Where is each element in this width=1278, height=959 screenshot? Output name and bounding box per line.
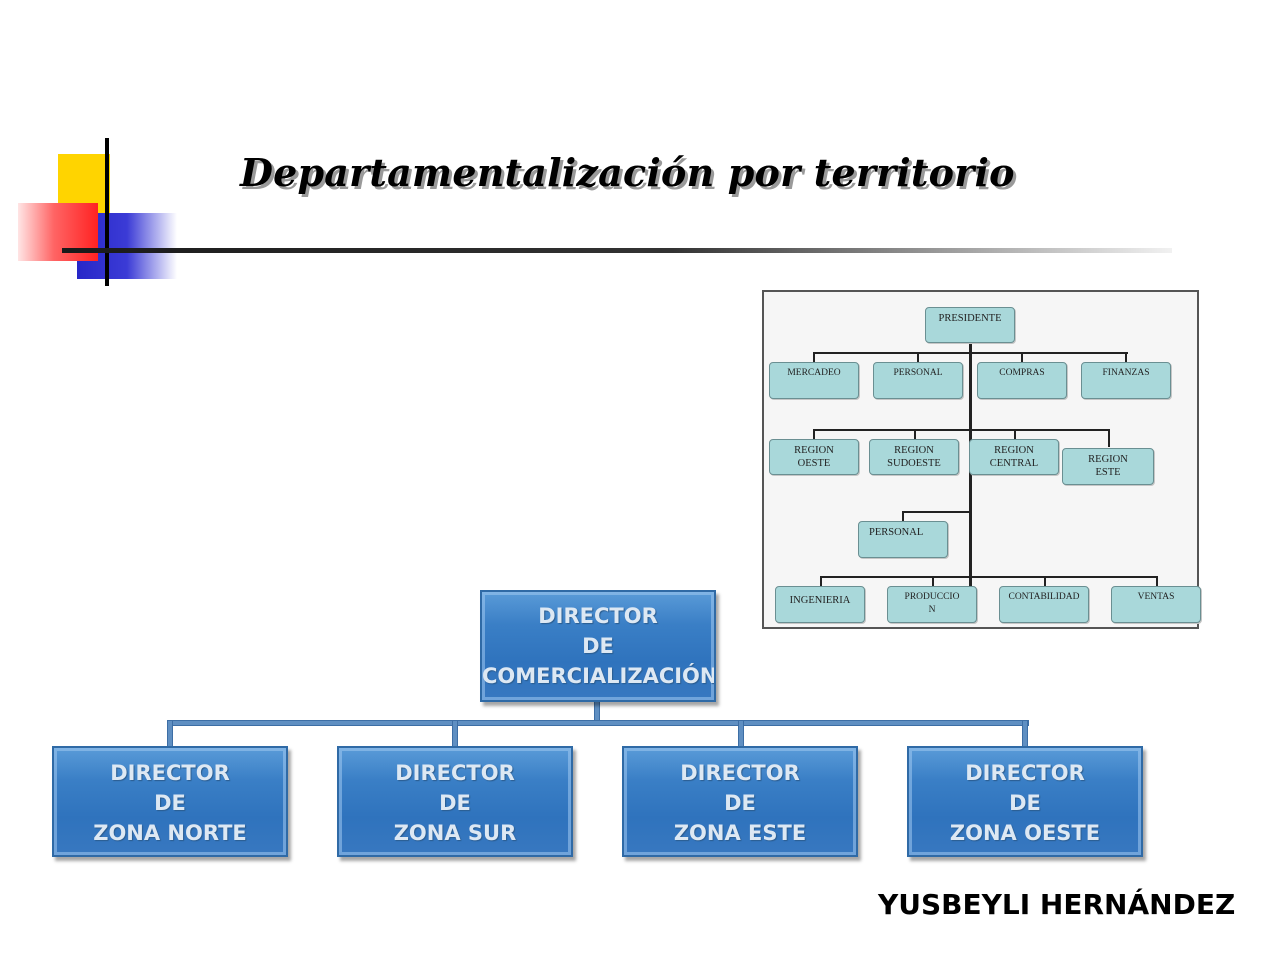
main-box-commercial-director: DIRECTOR DE COMERCIALIZACIÓN	[480, 590, 716, 702]
main-zone-connector	[167, 720, 1029, 726]
mini-region-connector	[813, 429, 1110, 431]
mini-area-connector	[820, 576, 1158, 578]
main-box-line: ZONA SUR	[393, 821, 517, 845]
mini-staff-drop	[902, 511, 904, 521]
mini-region-line: CENTRAL	[989, 458, 1039, 469]
main-box-line: ZONA OESTE	[949, 821, 1101, 845]
mini-region-drop	[914, 429, 916, 439]
slide-title: Departamentalización por territorio	[240, 150, 1015, 195]
mini-area-drop	[820, 576, 822, 586]
mini-box-area: INGENIERIA	[775, 586, 865, 623]
mini-staff-connector	[902, 511, 971, 513]
mini-box-department: MERCADEO	[769, 362, 859, 399]
main-box-line: DIRECTOR	[965, 761, 1085, 785]
main-box-line: DIRECTOR	[538, 604, 658, 628]
main-box-zone-director: DIRECTOR DE ZONA OESTE	[907, 746, 1143, 857]
mini-dept-drop	[1125, 352, 1127, 362]
mini-box-area: VENTAS	[1111, 586, 1201, 623]
decor-vertical-line	[105, 138, 109, 286]
mini-region-line: REGION	[894, 445, 934, 456]
main-box-line: COMERCIALIZACIÓN	[482, 664, 716, 688]
main-box-zone-director: DIRECTOR DE ZONA NORTE	[52, 746, 288, 857]
mini-box-president: PRESIDENTE	[925, 307, 1015, 343]
main-box-line: DE	[154, 791, 186, 815]
mini-region-drop	[1108, 429, 1110, 447]
mini-box-region: REGION ESTE	[1062, 448, 1154, 485]
mini-area-drop	[1156, 576, 1158, 586]
mini-box-area: PRODUCCIO N	[887, 586, 977, 623]
main-box-line: DE	[439, 791, 471, 815]
mini-org-chart: PRESIDENTE MERCADEO PERSONAL COMPRAS FIN…	[762, 290, 1201, 629]
main-box-line: DIRECTOR	[395, 761, 515, 785]
main-box-line: ZONA NORTE	[93, 821, 247, 845]
mini-dept-connector	[813, 352, 1128, 354]
mini-dept-drop	[1021, 352, 1023, 362]
main-box-line: DE	[1009, 791, 1041, 815]
main-box-line: ZONA ESTE	[673, 821, 807, 845]
main-box-line: DE	[582, 634, 614, 658]
mini-region-line: REGION	[794, 445, 834, 456]
mini-area-line: PRODUCCIO	[904, 592, 960, 602]
mini-dept-drop	[917, 352, 919, 362]
mini-region-line: OESTE	[797, 458, 831, 469]
mini-area-line: N	[928, 605, 936, 615]
mini-box-staff: PERSONAL	[858, 521, 948, 558]
mini-box-area: CONTABILIDAD	[999, 586, 1089, 623]
mini-box-department: FINANZAS	[1081, 362, 1171, 399]
mini-area-line: INGENIERIA	[789, 595, 851, 606]
mini-region-drop	[1014, 429, 1016, 439]
author-name: YUSBEYLI HERNÁNDEZ	[878, 888, 1236, 921]
mini-region-line: REGION	[994, 445, 1034, 456]
main-box-zone-director: DIRECTOR DE ZONA ESTE	[622, 746, 858, 857]
mini-region-line: SUDOESTE	[887, 458, 941, 469]
mini-box-region: REGION CENTRAL	[969, 439, 1059, 475]
mini-box-region: REGION OESTE	[769, 439, 859, 475]
mini-region-line: REGION	[1088, 454, 1128, 465]
mini-box-department: PERSONAL	[873, 362, 963, 399]
mini-dept-drop	[813, 352, 815, 362]
main-box-line: DIRECTOR	[110, 761, 230, 785]
mini-area-drop	[1044, 576, 1046, 586]
mini-region-line: ESTE	[1095, 467, 1121, 478]
mini-area-drop	[932, 576, 934, 586]
mini-region-drop	[813, 429, 815, 439]
main-box-zone-director: DIRECTOR DE ZONA SUR	[337, 746, 573, 857]
mini-box-region: REGION SUDOESTE	[869, 439, 959, 475]
title-underline	[62, 248, 1172, 253]
main-box-line: DE	[724, 791, 756, 815]
mini-box-department: COMPRAS	[977, 362, 1067, 399]
main-box-line: DIRECTOR	[680, 761, 800, 785]
